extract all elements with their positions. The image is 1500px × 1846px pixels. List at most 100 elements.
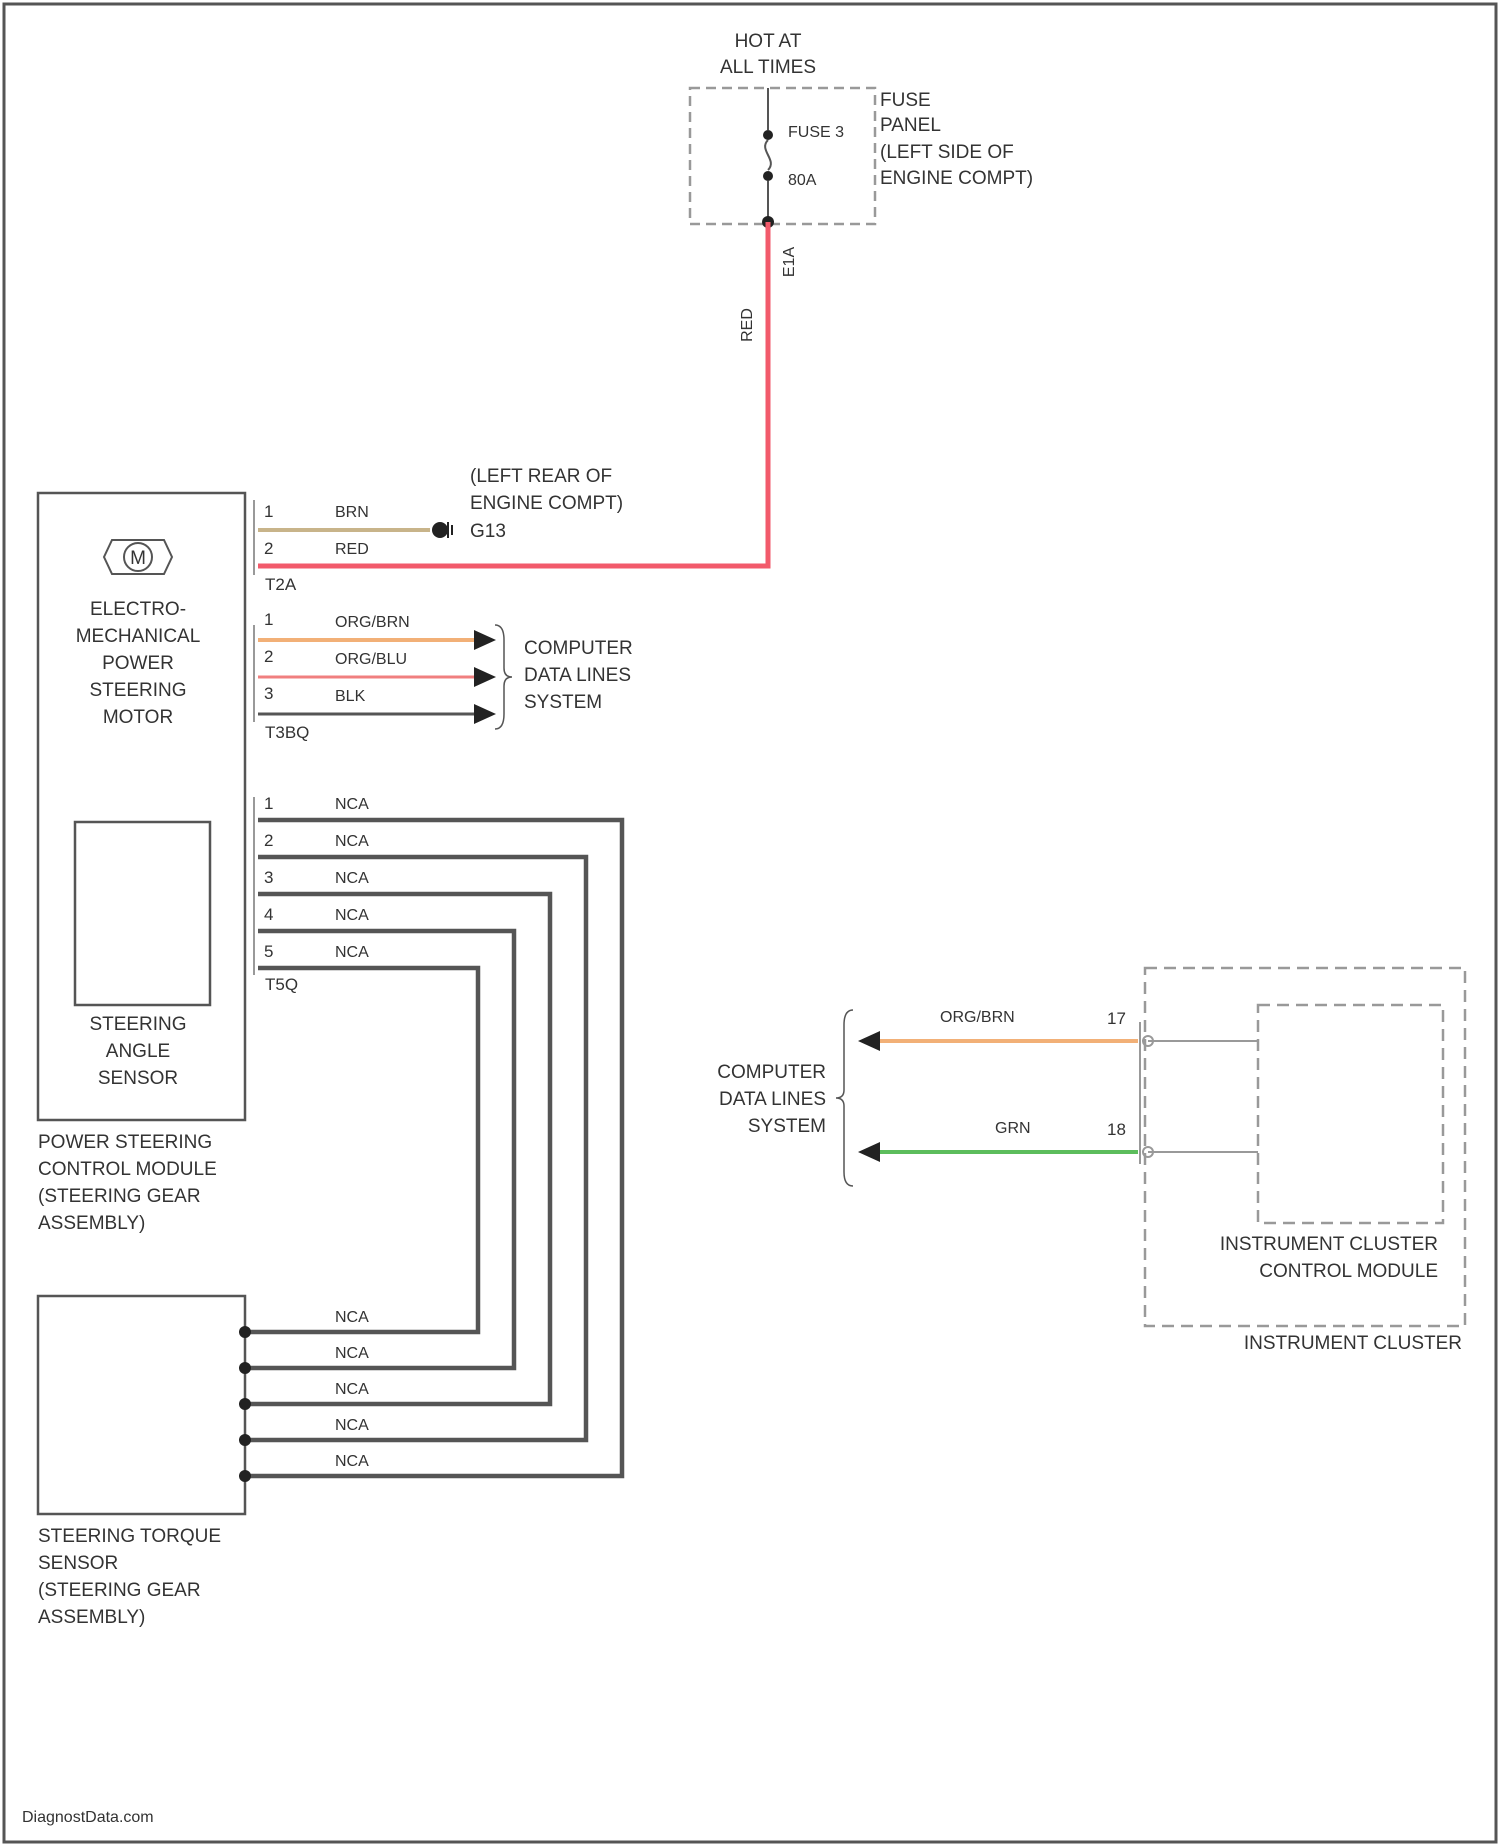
cluster-label: INSTRUMENT CLUSTER xyxy=(1244,1333,1462,1354)
fuse-panel-box xyxy=(690,88,875,224)
torque-label-2: SENSOR xyxy=(38,1553,118,1574)
t3bq-pin-1: 1 xyxy=(264,610,273,629)
pscm-label-4: ASSEMBLY) xyxy=(38,1213,145,1234)
t5q-pin-4: 4 xyxy=(264,905,273,924)
torque-label-4: ASSEMBLY) xyxy=(38,1607,145,1628)
cluster-control-module-box xyxy=(1258,1005,1443,1223)
fuse-element xyxy=(765,140,771,170)
nca-wire-5 xyxy=(245,968,478,1332)
nca-wire-4 xyxy=(245,931,514,1368)
t3bq-wire-1-color: ORG/BRN xyxy=(335,614,410,631)
cluster-dest-1: COMPUTER xyxy=(717,1062,826,1083)
cluster-bracket xyxy=(836,1010,853,1186)
cluster-pin-17: 17 xyxy=(1107,1009,1126,1028)
nca-wire-2 xyxy=(245,857,586,1440)
t3bq-pin-3: 3 xyxy=(264,684,273,703)
pscm-label-3: (STEERING GEAR xyxy=(38,1186,201,1207)
torque-wire-2-color: NCA xyxy=(335,1345,369,1362)
t5q-wire-5-color: NCA xyxy=(335,944,369,961)
motor-label-2: MECHANICAL xyxy=(76,626,201,647)
all-times-label: ALL TIMES xyxy=(720,57,816,78)
torque-pin xyxy=(239,1326,251,1338)
cluster-module-label-1: INSTRUMENT CLUSTER xyxy=(1220,1234,1438,1255)
pscm-label-2: CONTROL MODULE xyxy=(38,1159,217,1180)
cluster-pin-18: 18 xyxy=(1107,1120,1126,1139)
motor-label-3: POWER xyxy=(102,653,174,674)
ground-location-1: (LEFT REAR OF xyxy=(470,466,612,487)
steering-angle-sensor-box xyxy=(75,822,210,1005)
t5q-wire-3-color: NCA xyxy=(335,870,369,887)
fuse-label: FUSE 3 xyxy=(788,124,844,141)
ground-id: G13 xyxy=(470,521,506,542)
arrow-icon xyxy=(474,630,496,650)
t2a-pin-2: 2 xyxy=(264,539,273,558)
t5q-pin-5: 5 xyxy=(264,942,273,961)
hot-at-label: HOT AT xyxy=(735,31,802,52)
fuse-terminal-bottom xyxy=(763,171,773,181)
t3bq-dest-3: SYSTEM xyxy=(524,692,602,713)
cluster-dest-2: DATA LINES xyxy=(719,1089,826,1110)
fuse-rating: 80A xyxy=(788,172,817,189)
ground-symbol xyxy=(432,522,452,538)
t5q-wire-1-color: NCA xyxy=(335,796,369,813)
t3bq-wire-2-color: ORG/BLU xyxy=(335,651,407,668)
cluster-wire-2-color: GRN xyxy=(995,1120,1031,1137)
pscm-label-1: POWER STEERING xyxy=(38,1132,212,1153)
t3bq-dest-2: DATA LINES xyxy=(524,665,631,686)
fuse-panel-label-1: FUSE xyxy=(880,90,931,111)
page-border xyxy=(4,4,1496,1842)
power-wire-circuit: E1A xyxy=(781,247,798,278)
t3bq-wire-3-color: BLK xyxy=(335,688,366,705)
t3bq-dest-1: COMPUTER xyxy=(524,638,633,659)
angle-label-2: ANGLE xyxy=(106,1041,170,1062)
fuse-panel-label-4: ENGINE COMPT) xyxy=(880,168,1033,189)
torque-wire-4-color: NCA xyxy=(335,1417,369,1434)
motor-icon: M xyxy=(104,540,172,574)
angle-label-1: STEERING xyxy=(89,1014,186,1035)
fuse-panel-label-2: PANEL xyxy=(880,115,941,136)
t5q-wire-2-color: NCA xyxy=(335,833,369,850)
t3bq-bracket xyxy=(495,625,512,729)
nca-wire-1 xyxy=(245,820,622,1476)
t2a-connector-name: T2A xyxy=(265,575,297,594)
svg-text:M: M xyxy=(130,548,146,569)
watermark: DiagnostData.com xyxy=(22,1809,154,1826)
t2a-wire-2-color: RED xyxy=(335,541,369,558)
arrow-icon xyxy=(474,667,496,687)
t5q-pin-1: 1 xyxy=(264,794,273,813)
torque-pin xyxy=(239,1362,251,1374)
arrow-icon xyxy=(474,704,496,724)
torque-sensor-box xyxy=(38,1296,245,1514)
fuse-terminal-top xyxy=(763,130,773,140)
cluster-dest-3: SYSTEM xyxy=(748,1116,826,1137)
cluster-module-label-2: CONTROL MODULE xyxy=(1259,1261,1438,1282)
t3bq-pin-2: 2 xyxy=(264,647,273,666)
fuse-panel-label-3: (LEFT SIDE OF xyxy=(880,142,1014,163)
t5q-wire-4-color: NCA xyxy=(335,907,369,924)
power-wire-color: RED xyxy=(739,308,756,342)
motor-label-1: ELECTRO- xyxy=(90,599,186,620)
angle-label-3: SENSOR xyxy=(98,1068,178,1089)
arrow-icon xyxy=(858,1142,880,1162)
t2a-wire-1-color: BRN xyxy=(335,504,369,521)
torque-pin xyxy=(239,1398,251,1410)
motor-label-5: MOTOR xyxy=(103,707,173,728)
torque-wire-3-color: NCA xyxy=(335,1381,369,1398)
torque-pin xyxy=(239,1434,251,1446)
torque-wire-1-color: NCA xyxy=(335,1309,369,1326)
t5q-connector-name: T5Q xyxy=(265,975,298,994)
motor-label-4: STEERING xyxy=(89,680,186,701)
arrow-icon xyxy=(858,1031,880,1051)
cluster-wire-1-color: ORG/BRN xyxy=(940,1009,1015,1026)
torque-label-3: (STEERING GEAR xyxy=(38,1580,201,1601)
nca-wire-3 xyxy=(245,894,550,1404)
t5q-pin-2: 2 xyxy=(264,831,273,850)
nca-harness xyxy=(245,820,622,1476)
t2a-pin-1: 1 xyxy=(264,502,273,521)
torque-label-1: STEERING TORQUE xyxy=(38,1526,221,1547)
t5q-pin-3: 3 xyxy=(264,868,273,887)
ground-location-2: ENGINE COMPT) xyxy=(470,493,623,514)
t3bq-connector-name: T3BQ xyxy=(265,723,309,742)
torque-wire-5-color: NCA xyxy=(335,1453,369,1470)
